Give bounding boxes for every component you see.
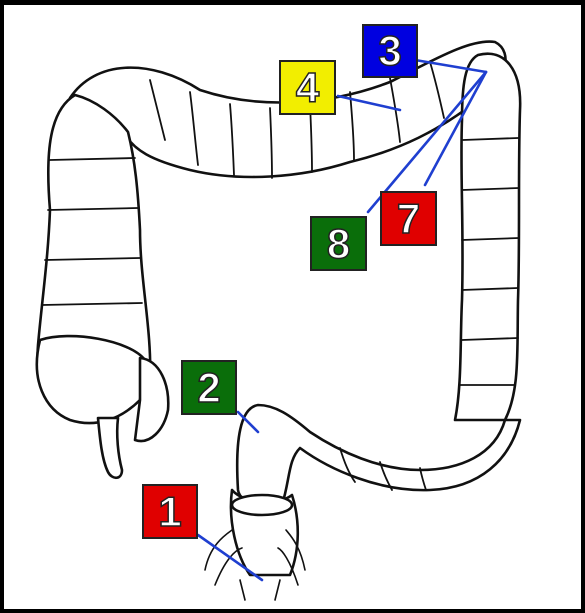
ileum: [135, 358, 168, 441]
label-4: 4: [279, 60, 336, 115]
label-7-text: 7: [397, 198, 420, 240]
rectum-opening: [232, 495, 292, 515]
cecum: [37, 336, 145, 423]
label-2: 2: [181, 360, 237, 415]
label-7: 7: [380, 191, 437, 246]
label-1: 1: [142, 484, 198, 539]
label-1-text: 1: [158, 491, 181, 533]
label-3-text: 3: [378, 30, 401, 72]
label-8: 8: [310, 216, 367, 271]
label-2-text: 2: [197, 367, 220, 409]
label-4-text: 4: [296, 67, 319, 109]
label-3: 3: [362, 24, 418, 78]
appendix: [98, 418, 122, 478]
label-8-text: 8: [327, 223, 350, 265]
